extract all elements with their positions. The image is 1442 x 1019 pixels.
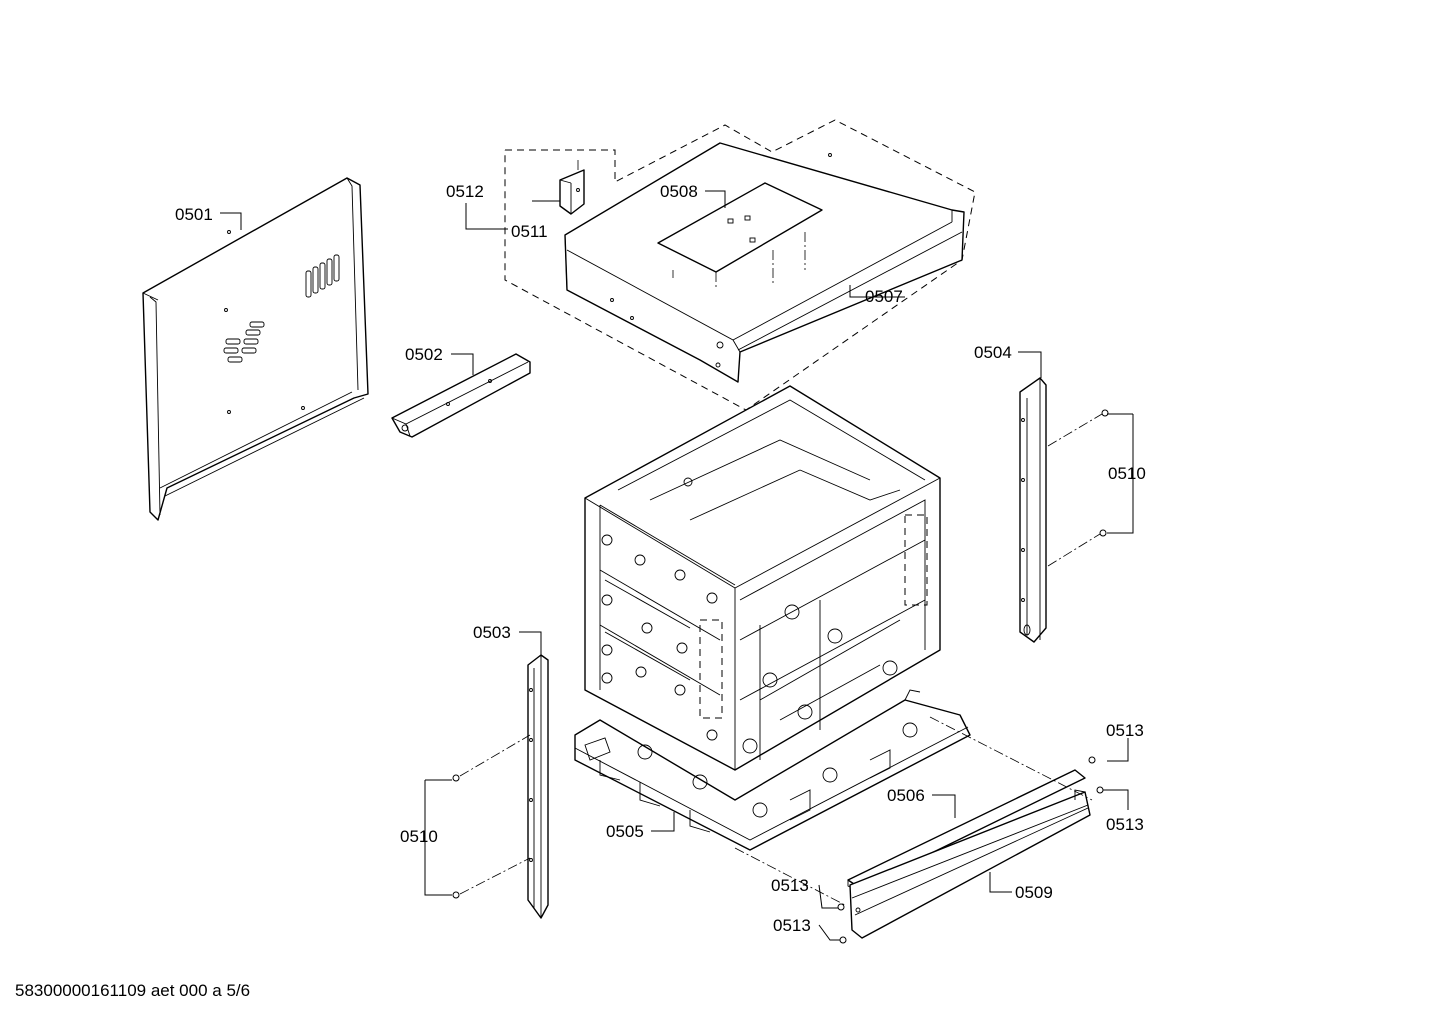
screw-0510-right-bottom: [1099, 529, 1107, 537]
label-0512: 0512: [446, 182, 484, 201]
part-labels: 0501 0502 0503 0504 0505 0506 0507 0508 …: [175, 182, 1146, 935]
label-0513-c: 0513: [771, 876, 809, 895]
label-0511: 0511: [511, 222, 548, 241]
rail-0503: [527, 654, 549, 919]
label-0510-left: 0510: [400, 827, 438, 846]
screw-0510-left-bottom: [452, 891, 460, 899]
label-0510-right: 0510: [1108, 464, 1146, 483]
label-0507: 0507: [865, 287, 903, 306]
label-0502: 0502: [405, 345, 443, 364]
label-0504: 0504: [974, 343, 1012, 362]
label-0501: 0501: [175, 205, 213, 224]
label-0513-a: 0513: [1106, 721, 1144, 740]
label-0506: 0506: [887, 786, 925, 805]
screw-0513-c: [837, 903, 845, 911]
screw-0513-d: [839, 936, 847, 944]
vent-slots-center: [223, 321, 265, 363]
label-0503: 0503: [473, 623, 511, 642]
label-0508: 0508: [660, 182, 698, 201]
bracket-0502: [391, 353, 531, 438]
label-0513-b: 0513: [1106, 815, 1144, 834]
screw-0513-b: [1096, 786, 1104, 794]
leader-lines: [220, 190, 1134, 941]
screw-0513-a: [1088, 756, 1096, 764]
document-code: 58300000161109 aet 000 a 5/6: [15, 981, 251, 1000]
label-0509: 0509: [1015, 883, 1053, 902]
rail-0509: [849, 789, 1091, 939]
label-0505: 0505: [606, 822, 644, 841]
rail-0504: [1019, 377, 1047, 643]
top-cover-0507: [504, 119, 976, 411]
side-panel-0501: [142, 177, 369, 521]
oven-cavity: [584, 385, 941, 771]
angle-bracket-0511: [559, 160, 585, 215]
screw-0510-right-top: [1101, 409, 1109, 417]
label-0513-d: 0513: [773, 916, 811, 935]
plate-0508: [657, 182, 823, 290]
vent-slots-upper: [305, 254, 340, 298]
screw-0510-left-top: [452, 774, 460, 782]
cavity-rivets: [601, 477, 898, 754]
screws: [452, 409, 1109, 944]
bottom-frame-0505: [574, 689, 971, 851]
